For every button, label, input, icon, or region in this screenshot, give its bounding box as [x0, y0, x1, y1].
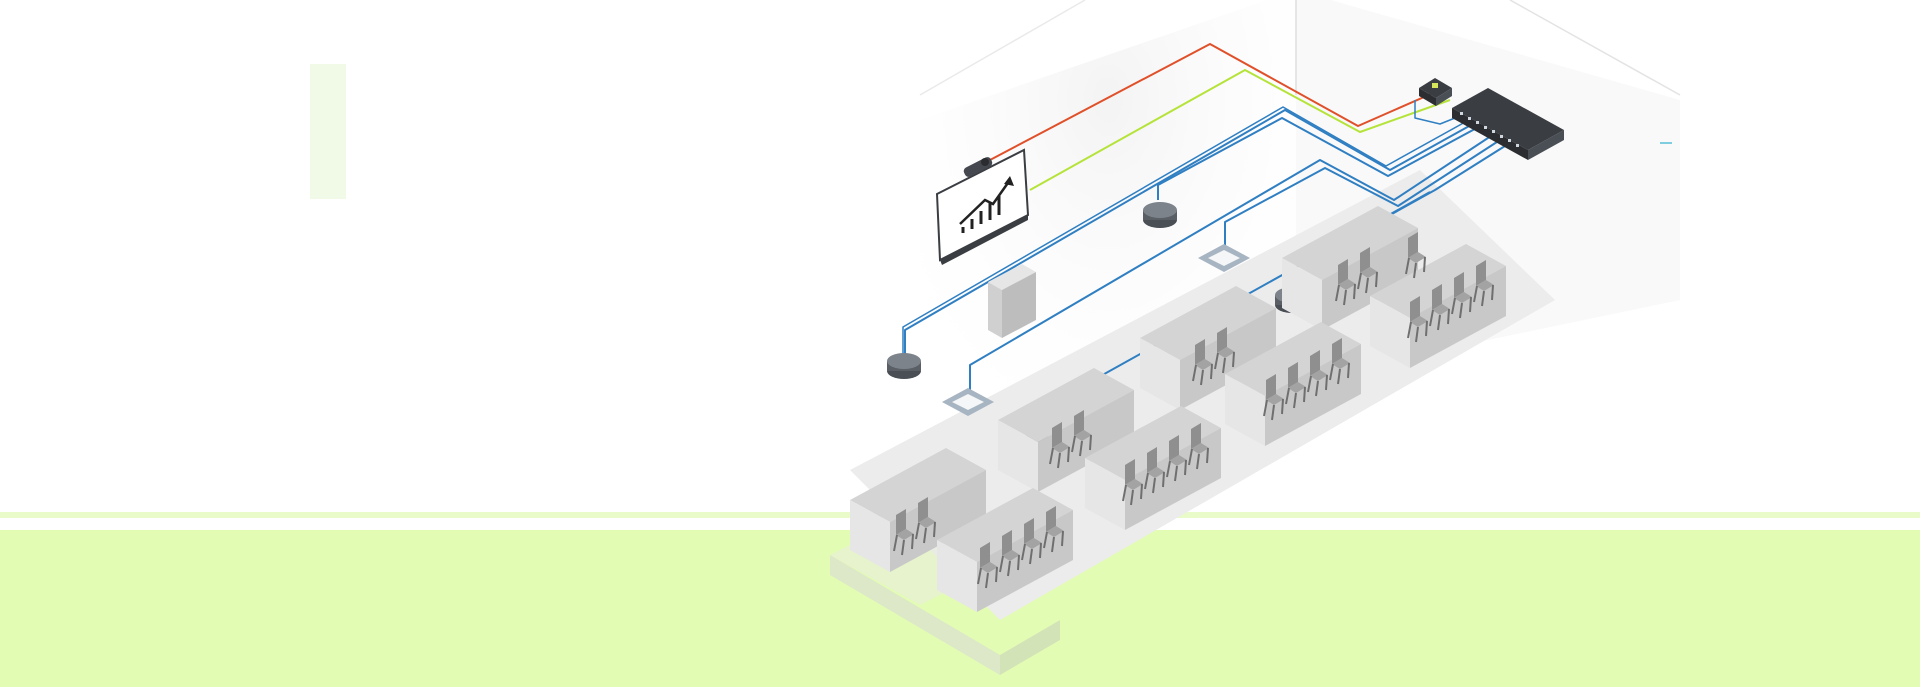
projection-screen-icon	[935, 148, 1030, 265]
blue-cable-3	[1157, 117, 1485, 200]
camera-icon	[963, 157, 993, 177]
red-cable	[989, 43, 1441, 161]
network-switch-icon	[1452, 88, 1564, 160]
blue-cable-2	[902, 106, 1477, 355]
green-cable	[1029, 69, 1451, 191]
blue-cable-8	[1414, 100, 1461, 125]
blue-cable-1	[904, 109, 1481, 358]
podium	[988, 264, 1036, 338]
processor-icon	[1419, 78, 1452, 106]
accent-bar	[310, 64, 346, 199]
blue-cable-4	[969, 133, 1495, 395]
blue-cable-5	[1224, 139, 1501, 252]
